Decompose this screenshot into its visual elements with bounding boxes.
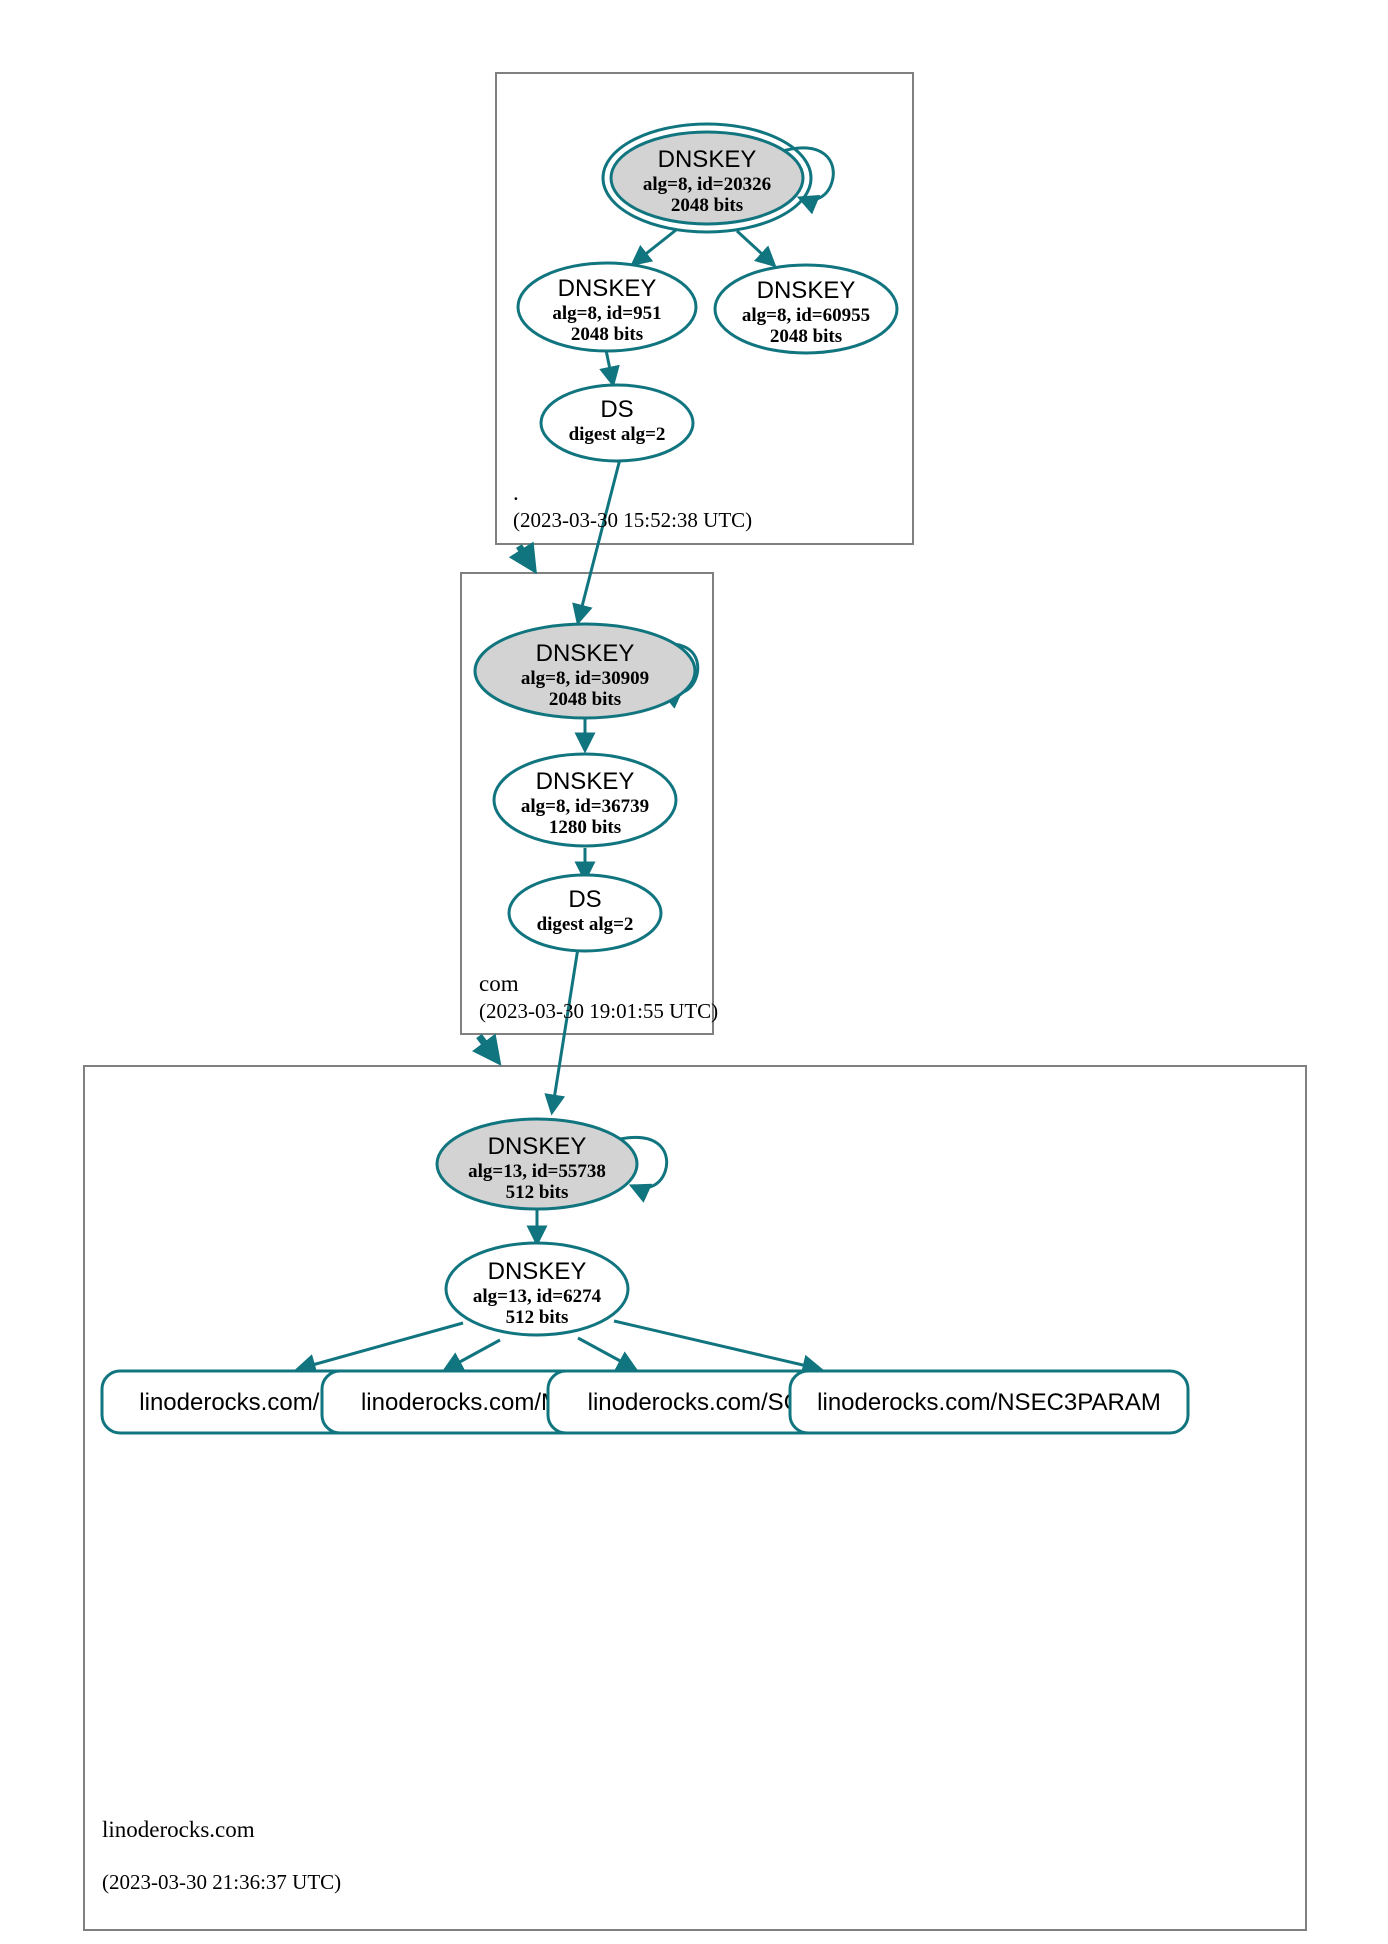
node-zone-zsk[interactable] [444,1241,630,1337]
rrset-ns-label: linoderocks.com/NS [139,1389,352,1416]
zone-timestamp-com: (2023-03-30 19:01:55 UTC) [479,999,718,1023]
edge-root-zsk951-to-ds [599,349,620,388]
node-root-ksk[interactable] [609,130,805,226]
edge-delegation-root-to-com [508,541,537,575]
rrset-nsec3param-box[interactable] [788,1369,1190,1435]
edge-com-ds-to-zone-ksk [544,947,580,1116]
rrset-soa-label: linoderocks.com/SOA [588,1389,819,1416]
node-com-ds-title: DS [568,886,601,913]
node-root-ksk-detail: alg=8, id=20326 [643,174,771,195]
node-com-zsk-detail: alg=8, id=36739 [521,796,649,817]
rrset-mx-label: linoderocks.com/MX [361,1389,577,1416]
zone-timestamp-root: (2023-03-30 15:52:38 UTC) [513,508,752,532]
node-zone-ksk-size: 512 bits [506,1182,569,1203]
node-root-zsk-60955[interactable] [713,263,899,355]
node-com-ds[interactable] [507,873,663,953]
edge-root-ksk-to-zsk951 [630,228,677,267]
node-zone-zsk-title: DNSKEY [488,1258,587,1285]
zone-timestamp-linoderocks: (2023-03-30 21:36:37 UTC) [102,1870,341,1894]
edge-root-ds-to-com-ksk [572,458,622,626]
node-root-zsk-60955-size: 2048 bits [770,326,842,347]
node-root-ds[interactable] [539,383,695,463]
node-zone-ksk-title: DNSKEY [488,1133,587,1160]
edge-root-ksk-self-sign [778,146,835,215]
node-zone-ksk[interactable] [435,1117,639,1211]
node-root-ds-title: DS [600,396,633,423]
node-root-zsk-951[interactable] [516,261,698,353]
edge-zone-zsk-to-rrset-mx [441,1338,501,1372]
edge-root-ksk-to-zsk60955 [735,229,777,268]
node-root-ksk-title: DNSKEY [658,146,757,173]
rrset-nsec3param-label: linoderocks.com/NSEC3PARAM [817,1389,1161,1416]
edge-delegation-com-to-linoderocks [472,1033,502,1066]
node-com-ksk-detail: alg=8, id=30909 [521,668,649,689]
node-root-zsk-60955-title: DNSKEY [757,277,856,304]
node-com-zsk-size: 1280 bits [549,817,621,838]
node-com-zsk[interactable] [492,752,678,848]
node-root-zsk-951-title: DNSKEY [558,275,657,302]
node-zone-ksk-detail: alg=13, id=55738 [468,1161,606,1182]
edge-zone-zsk-to-rrset-ns [294,1321,464,1375]
edge-zone-zsk-to-rrset-soa [577,1336,639,1371]
edge-zone-zsk-to-rrset-nsec3param [613,1319,824,1376]
node-root-zsk-951-size: 2048 bits [571,324,643,345]
node-zone-zsk-size: 512 bits [506,1307,569,1328]
node-com-ksk-size: 2048 bits [549,689,621,710]
node-com-ds-detail: digest alg=2 [537,914,634,935]
zone-label-root: . [513,480,519,505]
node-root-zsk-60955-detail: alg=8, id=60955 [742,305,870,326]
node-root-ds-detail: digest alg=2 [569,424,666,445]
node-com-ksk[interactable] [473,622,697,720]
node-root-zsk-951-detail: alg=8, id=951 [552,303,661,324]
node-com-ksk-title: DNSKEY [536,640,635,667]
trust-anchor-ring [601,122,813,234]
node-com-zsk-title: DNSKEY [536,768,635,795]
zone-label-com: com [479,971,519,996]
node-zone-zsk-detail: alg=13, id=6274 [473,1286,602,1307]
zone-label-linoderocks: linoderocks.com [102,1817,255,1842]
edge-zone-ksk-self-sign [619,1136,669,1203]
zone-box-linoderocks [83,1065,1307,1931]
node-root-ksk-size: 2048 bits [671,195,743,216]
